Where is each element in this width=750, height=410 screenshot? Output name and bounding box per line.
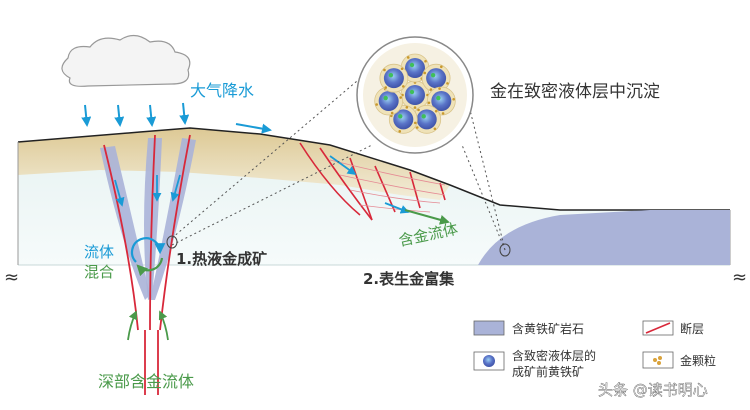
legend-gold-swatch — [642, 351, 674, 369]
grain-highlight — [383, 95, 388, 101]
break-symbol-left: ≈ — [4, 267, 19, 288]
pyrite-grain — [393, 109, 414, 130]
gold-particle — [402, 85, 405, 88]
gold-particle — [433, 127, 437, 131]
gold-particle — [413, 106, 417, 109]
gold-particle — [424, 59, 427, 63]
grain-highlight — [421, 114, 426, 119]
fluid-mixing-label-1: 流体 — [84, 243, 114, 261]
gold-particle — [400, 67, 404, 71]
grain-highlight — [430, 72, 436, 78]
grain-highlight — [409, 89, 415, 95]
pyrite-grain — [426, 68, 447, 89]
gold-particle — [375, 103, 378, 106]
rain-arrows — [81, 102, 190, 127]
rain-label: 大气降水 — [190, 81, 254, 100]
gold-particle — [417, 108, 420, 112]
gold-particle — [440, 65, 443, 69]
legend-gold-icon — [653, 356, 662, 365]
gold-particle — [413, 121, 417, 125]
vein-marker — [166, 235, 178, 249]
gold-particle — [434, 109, 438, 113]
precipitation-title: 金在致密液体层中沉淀 — [490, 82, 660, 102]
mixing-circle — [130, 237, 166, 277]
gold-particle — [399, 96, 402, 99]
inset-connectors — [171, 69, 506, 251]
legend-pyrite-label: 含黄铁矿岩石 — [512, 321, 584, 336]
grain-highlight — [398, 114, 403, 119]
supergene-flow-arrows — [329, 155, 410, 214]
legend-fault-label: 断层 — [680, 321, 704, 336]
legend-pyrite-swatch — [473, 320, 505, 336]
pyrite-grain — [405, 85, 425, 105]
supergene-label: 2.表生金富集 — [363, 270, 455, 288]
pyrite-grain — [405, 58, 425, 78]
pyrite-grain — [383, 68, 404, 89]
supergene-faults — [299, 142, 446, 221]
legend-pre-pyrite-label-1: 含致密液体层的 — [512, 348, 596, 363]
gold-particle — [429, 88, 433, 91]
legend-pre-pyrite-label-2: 成矿前黄铁矿 — [512, 364, 584, 379]
grain-highlight — [436, 95, 441, 101]
legend: 含黄铁矿岩石 断层 含致密液体层的 成矿前黄铁矿 金颗粒 — [473, 320, 716, 379]
gold-particle — [390, 111, 394, 115]
ground-surface — [17, 127, 730, 211]
gold-particle — [405, 106, 409, 109]
gold-particle — [423, 71, 427, 75]
vein-flow-arrows — [114, 174, 181, 207]
gold-particle — [406, 56, 410, 59]
gold-particle — [383, 68, 386, 72]
gold-particle — [452, 97, 455, 101]
surface-flow-arrow — [235, 123, 272, 134]
gold-particle — [427, 101, 431, 105]
grain-highlight — [409, 62, 415, 68]
break-symbol-right: ≈ — [732, 267, 747, 288]
hydrothermal-label: 1.热液金成矿 — [176, 250, 267, 268]
gold-fluid-arrow — [404, 209, 450, 225]
gold-particle — [446, 82, 449, 85]
fluid-mixing-label-2: 混合 — [84, 263, 114, 281]
supergene-fracture-net — [329, 159, 446, 213]
gold-particle — [438, 87, 441, 90]
cloud — [61, 34, 191, 87]
gold-particle — [441, 112, 445, 115]
pyrite-grains — [374, 53, 456, 134]
deep-fluid-label: 深部含金流体 — [98, 372, 194, 391]
pyrite-grain — [416, 109, 437, 130]
soil-layer — [18, 128, 450, 200]
grain-highlight — [388, 72, 394, 78]
rock-marker — [499, 243, 511, 257]
legend-fault-line — [645, 322, 671, 334]
gold-particle — [384, 86, 387, 89]
gold-particle — [398, 130, 402, 133]
watermark: 头条 @读书明心 — [598, 381, 708, 399]
legend-grain-icon — [483, 355, 495, 367]
legend-gold-label: 金颗粒 — [680, 353, 716, 368]
deep-fluid-arrows — [127, 310, 169, 341]
inset-magnifier — [356, 36, 474, 154]
pyrite-grain — [378, 91, 399, 112]
pyrite-rock-body — [478, 210, 730, 265]
gold-particle — [415, 126, 419, 129]
pyrite-grain — [431, 91, 452, 112]
